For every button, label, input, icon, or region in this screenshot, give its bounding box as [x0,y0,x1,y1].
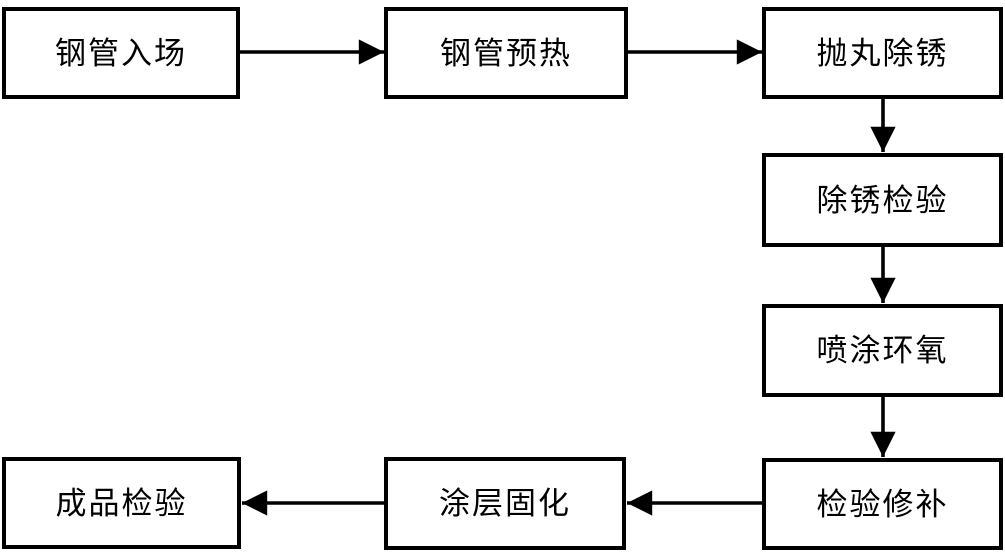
node-pipe-preheat-label: 钢管预热 [440,35,572,71]
node-pipe-preheat: 钢管预热 [384,7,628,99]
node-coating-cure: 涂层固化 [384,457,626,550]
node-inspect-repair-label: 检验修补 [816,486,949,522]
node-shot-blast-derust-label: 抛丸除锈 [816,35,949,71]
node-pipe-entry: 钢管入场 [2,7,240,99]
node-pipe-entry-label: 钢管入场 [55,35,187,71]
node-final-inspect: 成品检验 [2,457,241,549]
node-spray-epoxy-label: 喷涂环氧 [816,333,949,368]
node-derust-inspect-label: 除锈检验 [816,182,949,218]
node-coating-cure-label: 涂层固化 [439,486,571,521]
node-shot-blast-derust: 抛丸除锈 [762,7,1003,99]
node-spray-epoxy: 喷涂环氧 [762,304,1003,397]
node-derust-inspect: 除锈检验 [762,153,1003,247]
node-final-inspect-label: 成品检验 [55,485,188,521]
node-inspect-repair: 检验修补 [762,458,1003,550]
